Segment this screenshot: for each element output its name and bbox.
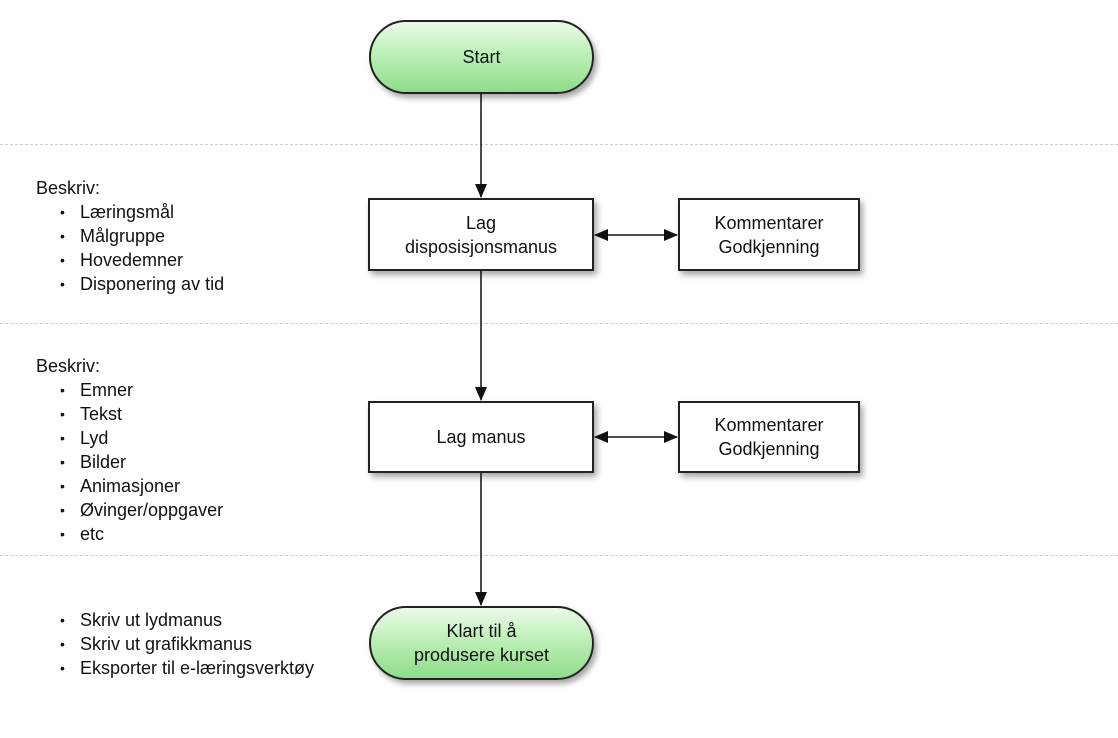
list-item: •Emner (60, 380, 134, 400)
output-notes: •Skriv ut lydmanus •Skriv ut grafikkmanu… (36, 608, 314, 680)
list-item: •Målgruppe (60, 226, 166, 246)
review-node-2: Kommentarer Godkjenning (678, 401, 860, 473)
lane-divider-2 (0, 323, 1118, 324)
output-notes-list: •Skriv ut lydmanus •Skriv ut grafikkmanu… (36, 608, 314, 680)
list-item: •Skriv ut grafikkmanus (60, 634, 253, 654)
outline-script-node: Lag disposisjonsmanus (368, 198, 594, 271)
list-item: •Animasjoner (60, 476, 181, 496)
outline-script-node-label: Lag disposisjonsmanus (404, 212, 558, 257)
script-notes-list: •Emner •Tekst •Lyd •Bilder •Animasjoner … (36, 378, 223, 546)
finish-node-label: Klart til å produsere kurset (413, 621, 550, 665)
lane-divider-3 (0, 555, 1118, 556)
outline-notes: Beskriv: •Læringsmål •Målgruppe •Hovedem… (36, 176, 224, 296)
list-item: •Læringsmål (60, 202, 175, 222)
start-node: Start (369, 20, 594, 94)
review-node-1-label: Kommentarer Godkjenning (714, 212, 824, 257)
lane-divider-1 (0, 144, 1118, 145)
script-notes-heading: Beskriv: (36, 356, 101, 376)
script-notes: Beskriv: •Emner •Tekst •Lyd •Bilder •Ani… (36, 354, 223, 546)
script-node-label: Lag manus (436, 427, 526, 447)
list-item: •Lyd (60, 428, 109, 448)
list-item: •Disponering av tid (60, 274, 225, 294)
list-item: •Øvinger/oppgaver (60, 500, 224, 520)
list-item: •etc (60, 524, 105, 544)
list-item: •Eksporter til e-læringsverktøy (60, 658, 315, 678)
start-node-label: Start (462, 47, 501, 67)
outline-notes-heading: Beskriv: (36, 178, 101, 198)
list-item: •Bilder (60, 452, 127, 472)
finish-node: Klart til å produsere kurset (369, 606, 594, 680)
list-item: •Hovedemner (60, 250, 184, 270)
outline-notes-list: •Læringsmål •Målgruppe •Hovedemner •Disp… (36, 200, 224, 296)
review-node-1: Kommentarer Godkjenning (678, 198, 860, 271)
script-node: Lag manus (368, 401, 594, 473)
review-node-2-label: Kommentarer Godkjenning (714, 415, 824, 459)
list-item: •Tekst (60, 404, 123, 424)
list-item: •Skriv ut lydmanus (60, 610, 223, 630)
